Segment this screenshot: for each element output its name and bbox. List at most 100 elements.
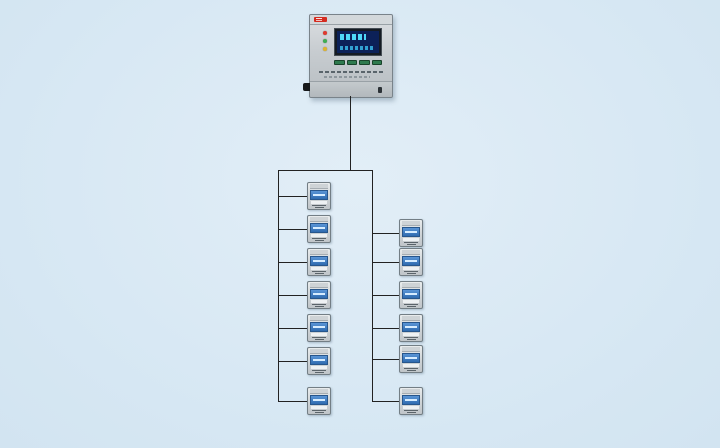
detector-cap (310, 283, 328, 288)
detector-cap (310, 389, 328, 394)
gas-detector (399, 281, 423, 309)
detector-cap (310, 184, 328, 189)
keypad-button (359, 60, 370, 65)
detector-label-text (404, 271, 418, 272)
detector-display (402, 227, 420, 237)
detector-label-strip (311, 201, 327, 204)
gas-detector (307, 281, 331, 309)
gas-detector (307, 347, 331, 375)
detector-label-strip (311, 300, 327, 303)
detector-label-strip (311, 406, 327, 409)
wire-branch-right-2 (372, 262, 399, 263)
detector-display (402, 395, 420, 405)
detector-display (310, 256, 328, 266)
lcd-readout (337, 31, 379, 53)
detector-display (310, 322, 328, 332)
detector-display (310, 395, 328, 405)
gas-detector (307, 248, 331, 276)
detector-label-strip (311, 234, 327, 237)
wire-right-bus (372, 170, 373, 402)
controller-top-strip (310, 15, 392, 25)
detector-label-text (406, 339, 416, 340)
detector-display (402, 289, 420, 299)
detector-label-text (312, 410, 326, 411)
lcd-display (334, 28, 382, 56)
detector-label-text (314, 412, 324, 413)
wire-branch-left-5 (278, 328, 307, 329)
alarm-led (323, 31, 327, 35)
detector-cap (402, 221, 420, 226)
detector-label-text (406, 306, 416, 307)
detector-label-strip (403, 364, 419, 367)
gas-alarm-controller (303, 14, 393, 98)
gas-detector (399, 219, 423, 247)
fault-led (323, 47, 327, 51)
keypad (334, 60, 382, 65)
power-led (323, 39, 327, 43)
detector-label-text (312, 271, 326, 272)
gas-detector (399, 248, 423, 276)
detector-display (310, 223, 328, 233)
wire-branch-left-2 (278, 229, 307, 230)
detector-label-text (314, 240, 324, 241)
gas-detector (399, 314, 423, 342)
detector-cap (310, 250, 328, 255)
detector-label-text (406, 273, 416, 274)
detector-label-text (404, 337, 418, 338)
detector-cap (402, 347, 420, 352)
detector-label-text (314, 339, 324, 340)
gas-detector (307, 314, 331, 342)
wire-branch-left-1 (278, 196, 307, 197)
detector-label-text (312, 238, 326, 239)
gas-detector (307, 387, 331, 415)
wire-branch-left-6 (278, 361, 307, 362)
detector-label-text (312, 304, 326, 305)
brand-logo (314, 17, 327, 22)
detector-cap (402, 250, 420, 255)
detector-label-text (314, 306, 324, 307)
gas-detector (399, 345, 423, 373)
detector-label-strip (311, 333, 327, 336)
detector-label-text (406, 244, 416, 245)
keyhole (378, 87, 382, 93)
detector-display (310, 289, 328, 299)
wire-top-bar (278, 170, 373, 171)
detector-label-text (312, 337, 326, 338)
detector-label-text (314, 273, 324, 274)
wire-branch-right-6 (372, 401, 399, 402)
keypad-button (371, 60, 382, 65)
detector-display (402, 322, 420, 332)
detector-label-text (406, 370, 416, 371)
model-text (319, 71, 383, 73)
detector-label-text (404, 410, 418, 411)
detector-label-strip (403, 406, 419, 409)
detector-display (310, 190, 328, 200)
wire-branch-right-5 (372, 359, 399, 360)
detector-label-text (312, 370, 326, 371)
gas-detector (307, 182, 331, 210)
side-conduit (303, 83, 310, 91)
detector-cap (310, 316, 328, 321)
detector-label-text (404, 304, 418, 305)
detector-cap (310, 349, 328, 354)
detector-label-text (406, 412, 416, 413)
wire-branch-left-3 (278, 262, 307, 263)
detector-cap (402, 389, 420, 394)
detector-cap (310, 217, 328, 222)
wire-branch-left-7 (278, 401, 307, 402)
gas-detector (307, 215, 331, 243)
detector-label-strip (403, 267, 419, 270)
wire-branch-left-4 (278, 295, 307, 296)
detector-label-text (404, 368, 418, 369)
keypad-button (334, 60, 345, 65)
detector-display (310, 355, 328, 365)
status-led-column (323, 31, 327, 51)
wire-trunk (350, 96, 351, 170)
detector-cap (402, 283, 420, 288)
detector-label-strip (311, 366, 327, 369)
detector-label-text (314, 372, 324, 373)
detector-label-strip (403, 333, 419, 336)
detector-label-text (312, 205, 326, 206)
detector-label-strip (311, 267, 327, 270)
